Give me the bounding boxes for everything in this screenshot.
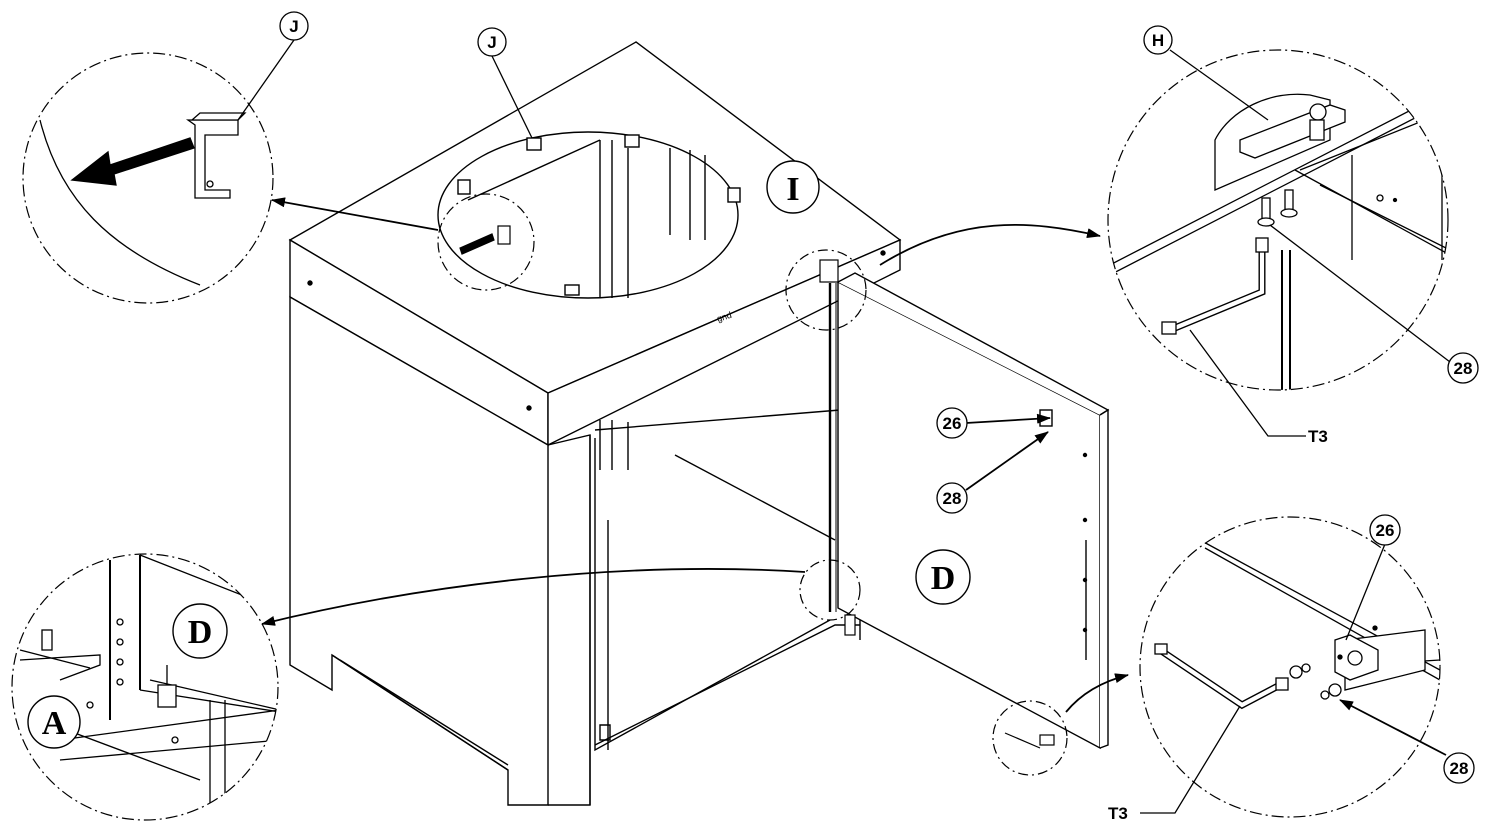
leader-t3-bottom bbox=[1140, 705, 1241, 814]
arrow-to-detail-bottom bbox=[1065, 673, 1129, 713]
callout-h-text: H bbox=[1152, 31, 1164, 50]
leader-j-top bbox=[491, 55, 533, 139]
callout-28-door: 28 bbox=[936, 482, 968, 514]
callout-j-top-text: J bbox=[487, 33, 496, 52]
callout-28-door-text: 28 bbox=[943, 489, 962, 508]
detail-hinge-bottom bbox=[1139, 516, 1441, 818]
callout-26-door: 26 bbox=[936, 407, 968, 439]
callout-26-door-text: 26 bbox=[943, 414, 962, 433]
callout-j-top: J bbox=[477, 27, 507, 57]
label-t3-top: T3 bbox=[1308, 427, 1328, 446]
callout-j-detail: J bbox=[279, 11, 309, 41]
cabinet-logo: gnd bbox=[716, 310, 733, 324]
detail-marker-hinge-bottom bbox=[799, 559, 861, 621]
leader-26-bottom bbox=[1345, 543, 1386, 641]
arrow-to-detail-j bbox=[271, 197, 439, 231]
cabinet bbox=[288, 41, 902, 806]
callout-i-text: I bbox=[786, 171, 799, 208]
arrow-to-detail-a bbox=[261, 568, 806, 626]
callout-h: H bbox=[1143, 25, 1173, 55]
arrow-to-detail-h bbox=[879, 224, 1101, 266]
detail-h bbox=[1107, 49, 1449, 391]
callout-d-door-text: D bbox=[931, 560, 956, 597]
callout-26-bottom: 26 bbox=[1369, 514, 1401, 546]
callout-28-top: 28 bbox=[1447, 352, 1479, 384]
clip-bracket-j bbox=[185, 119, 239, 199]
callout-i: I bbox=[766, 160, 820, 214]
callout-d-detail: D bbox=[172, 603, 228, 659]
callout-a: A bbox=[27, 695, 81, 749]
leader-h bbox=[1169, 49, 1269, 121]
top-opening bbox=[437, 131, 739, 299]
callout-26-bottom-text: 26 bbox=[1376, 521, 1395, 540]
callout-d-door: D bbox=[915, 549, 971, 605]
detail-a bbox=[11, 553, 279, 821]
leader-28-bottom bbox=[1339, 699, 1447, 756]
arrow-remove-clip bbox=[70, 137, 195, 186]
leader-j-detail bbox=[237, 39, 295, 121]
callout-28-top-text: 28 bbox=[1454, 359, 1473, 378]
leader-26-door bbox=[965, 413, 1051, 424]
callout-a-text: A bbox=[42, 705, 67, 742]
detail-marker-top-opening bbox=[437, 193, 535, 291]
detail-j bbox=[22, 52, 274, 304]
label-t3-bottom: T3 bbox=[1108, 804, 1128, 823]
detail-marker-hinge-top bbox=[785, 249, 867, 331]
callout-28-bottom: 28 bbox=[1443, 752, 1475, 784]
leader-28-top bbox=[1269, 224, 1451, 363]
door-panel bbox=[837, 280, 1101, 750]
leader-28-door bbox=[965, 431, 1049, 491]
callout-j-detail-text: J bbox=[289, 17, 298, 36]
leader-t3-top bbox=[1189, 329, 1306, 437]
callout-d-detail-text: D bbox=[188, 614, 213, 651]
detail-marker-door-bottom bbox=[992, 700, 1068, 776]
callout-28-bottom-text: 28 bbox=[1450, 759, 1469, 778]
door bbox=[828, 272, 1110, 750]
cabinet-rim-right bbox=[547, 238, 901, 447]
